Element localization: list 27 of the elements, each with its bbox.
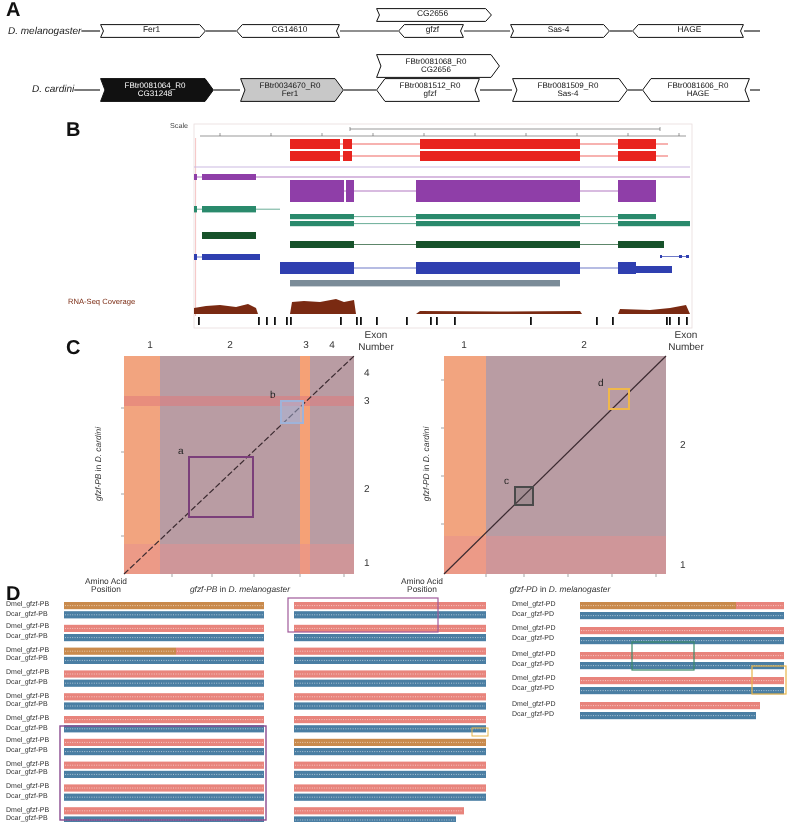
connector-line: [213, 89, 241, 91]
connector-line: [609, 30, 633, 32]
connector-line: [80, 30, 101, 32]
gene-block: [236, 24, 340, 38]
gene-block: [100, 78, 214, 102]
connector-line: [479, 89, 513, 91]
gene-block: [100, 24, 206, 38]
panel-letter: A: [6, 2, 21, 22]
panel-letter: C: [66, 340, 81, 360]
gene-block: [512, 78, 628, 102]
connector-line: [339, 30, 399, 32]
gene-block: [376, 78, 480, 102]
panel-letter: B: [66, 122, 81, 142]
gene-block: [240, 78, 344, 102]
gene-block: [642, 78, 750, 102]
connector-line: [749, 89, 761, 91]
gene-block: [632, 24, 744, 38]
connector-line: [343, 89, 377, 91]
gene-block: [398, 24, 464, 38]
connector-line: [463, 30, 511, 32]
connector-line: [205, 30, 237, 32]
connector-line: [73, 89, 101, 91]
connector-line: [743, 30, 761, 32]
gene-block: [510, 24, 610, 38]
connector-line: [627, 89, 643, 91]
gene-block: [376, 8, 492, 22]
gene-block: [376, 54, 500, 78]
